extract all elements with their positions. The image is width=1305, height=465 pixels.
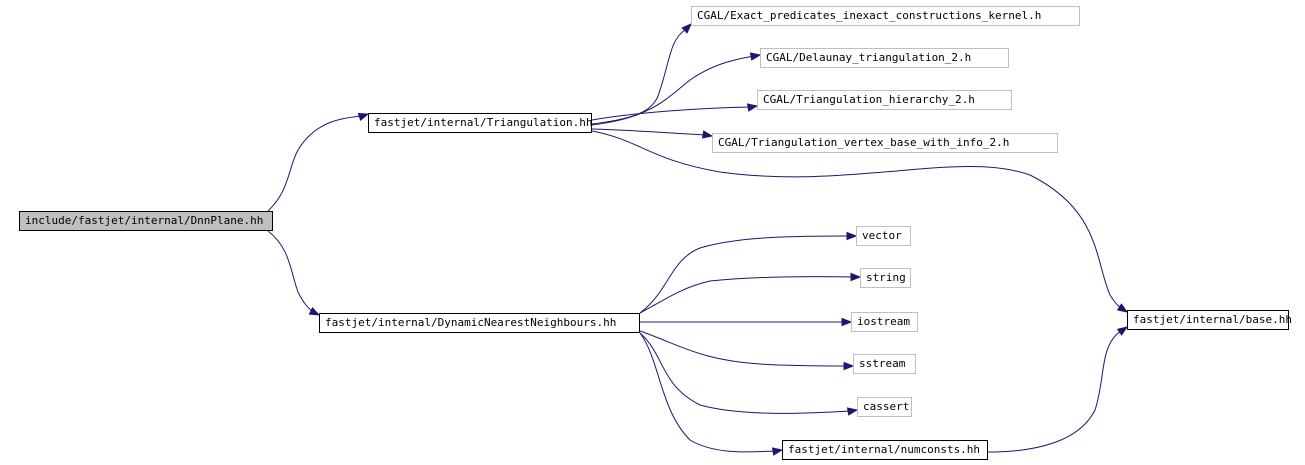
edge-dnn-to-vector	[639, 235, 856, 314]
node-triangulation-hh[interactable]: fastjet/internal/Triangulation.hh	[368, 113, 593, 133]
arrowhead-dnnplane-to-dnn	[308, 306, 321, 316]
node-dnnplane-hh[interactable]: include/fastjet/internal/DnnPlane.hh	[19, 211, 273, 231]
arrowhead-triangulation-to-cgal_delaunay	[749, 52, 762, 61]
arrowhead-dnn-to-iostream	[841, 317, 853, 327]
node-base-hh[interactable]: fastjet/internal/base.hh	[1127, 310, 1292, 330]
arrowhead-dnn-to-cassert	[846, 407, 859, 416]
arrowhead-dnn-to-string	[850, 272, 862, 282]
edge-triangulation-to-cgal_exact	[591, 23, 692, 125]
arrowhead-triangulation-to-base	[1116, 303, 1129, 313]
node-cassert: cassert	[857, 397, 912, 417]
arrowhead-dnn-to-sstream	[843, 361, 855, 371]
edge-triangulation-to-cgal_delaunay	[591, 54, 761, 126]
arrowhead-triangulation-to-cgal_hierarchy	[746, 103, 759, 112]
edge-dnnplane-to-dnn	[267, 230, 320, 316]
edge-dnn-to-numconsts	[639, 332, 783, 453]
node-iostream: iostream	[851, 312, 918, 332]
node-cgal-delaunay-triangulation-2-h: CGAL/Delaunay_triangulation_2.h	[760, 48, 1009, 68]
node-numconsts-hh[interactable]: fastjet/internal/numconsts.hh	[782, 440, 988, 460]
edge-dnnplane-to-triangulation	[267, 113, 369, 212]
node-dynamic-nearest-neighbours-hh[interactable]: fastjet/internal/DynamicNearestNeighbour…	[319, 313, 640, 333]
edge-numconsts-to-base	[987, 326, 1128, 453]
node-cgal-exact-predicates-kernel-h: CGAL/Exact_predicates_inexact_constructi…	[691, 6, 1080, 26]
edge-dnn-to-cassert	[639, 332, 858, 414]
edge-triangulation-to-base	[591, 130, 1128, 313]
node-string: string	[860, 268, 911, 288]
node-cgal-triangulation-hierarchy-2-h: CGAL/Triangulation_hierarchy_2.h	[757, 90, 1012, 110]
arrowhead-dnn-to-numconsts	[771, 447, 784, 456]
edge-dnn-to-sstream	[639, 330, 853, 367]
edge-triangulation-to-cgal_hierarchy	[591, 105, 758, 121]
arrowhead-numconsts-to-base	[1116, 326, 1129, 336]
arrowhead-dnn-to-vector	[846, 231, 858, 241]
edge-dnn-to-string	[639, 276, 860, 314]
arrowhead-dnnplane-to-triangulation	[357, 112, 370, 122]
node-cgal-triangulation-vertex-base-with-info-2-h: CGAL/Triangulation_vertex_base_with_info…	[712, 133, 1058, 153]
node-sstream: sstream	[853, 354, 916, 374]
node-vector: vector	[856, 226, 911, 246]
arrowhead-triangulation-to-cgal_vertex	[701, 130, 714, 139]
arrowhead-triangulation-to-cgal_exact	[681, 23, 692, 34]
